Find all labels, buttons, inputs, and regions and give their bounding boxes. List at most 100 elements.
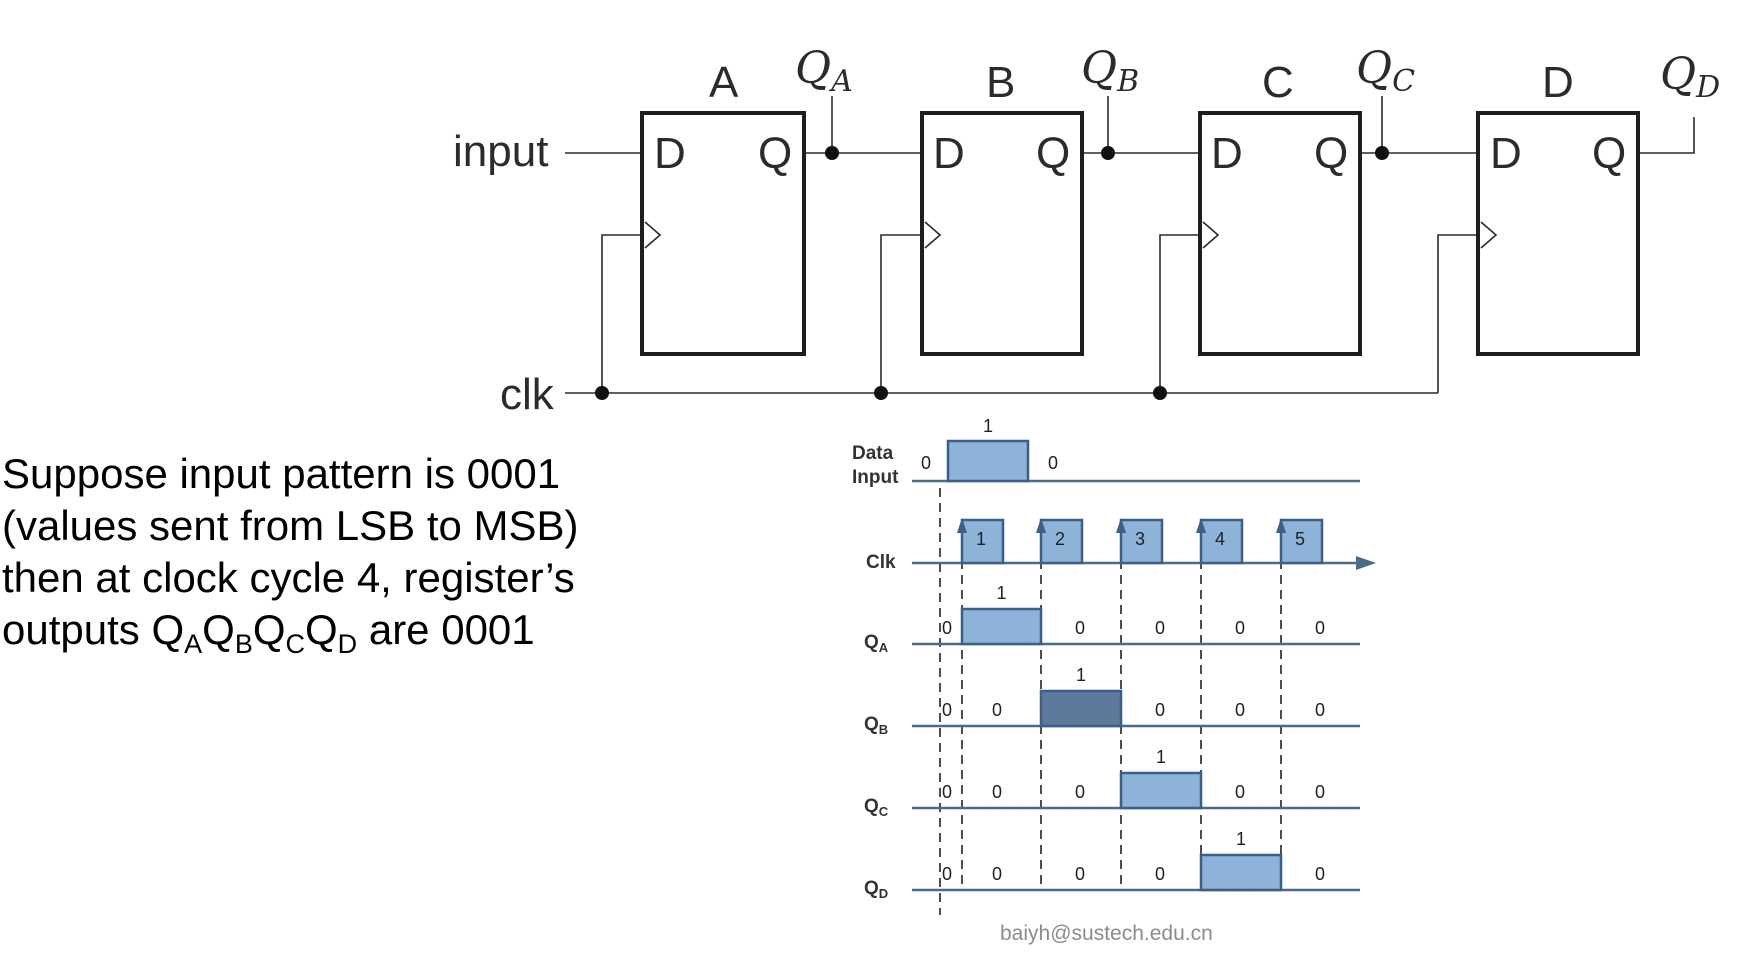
caption-line-outputs: outputs QAQBQCQD are 0001 [2,604,579,659]
clock-pulse [1039,518,1084,565]
output-subscript: C [285,629,306,659]
q-level-value: 0 [942,864,952,884]
shift-register-circuit: input clk D Q A QA D Q B QB D Q C QC D Q… [453,43,1720,419]
flip-flop-box [640,111,806,356]
clk-to-c [1159,234,1200,393]
clk-to-b [880,234,922,393]
clock-label: Clk [866,552,896,573]
junction-dot [595,386,609,400]
clk-to-d [1437,234,1478,393]
q-signal-label: QA [864,632,889,655]
flip-flop-a: D Q A QA [640,43,853,356]
q-pin-label: Q [1036,129,1070,178]
explanation-text: Suppose input pattern is 0001 (values se… [2,448,579,659]
q-output-label: QB [1081,43,1139,99]
clock-pulse-number: 5 [1295,529,1305,549]
q-output-label: QA [795,43,853,99]
flip-flop-name: A [709,58,739,107]
data-input-value: 0 [921,453,931,473]
q-level-value: 0 [942,782,952,802]
flip-flop-name: B [986,58,1015,107]
junction-dot [825,146,839,160]
q-high-pulse [1039,689,1123,728]
q-level-value: 0 [942,618,952,638]
d-pin-label: D [1490,129,1522,178]
clock-pulse-number: 4 [1215,529,1225,549]
q-signal-label: QB [864,714,888,737]
data-input-value: 0 [1048,453,1058,473]
junction-dot [1153,386,1167,400]
q-level-value: 0 [1235,782,1245,802]
output-symbol: Q [151,606,185,653]
output-subscript: D [337,629,358,659]
q-level-value: 0 [1315,700,1325,720]
caption-suffix: are 0001 [357,606,535,653]
clock-triangle [644,221,662,249]
q-pin-label: Q [758,129,792,178]
caption-prefix: outputs [2,606,152,653]
clock-edge-arrow [1036,518,1046,533]
q-level-value: 0 [1155,864,1165,884]
flip-flop-box [1476,111,1640,356]
clock-triangle [924,221,942,249]
caption-line: Suppose input pattern is 0001 [2,450,561,497]
q-level-value: 0 [1075,782,1085,802]
clock-triangle [1480,221,1498,249]
clock-edge-arrow [1196,518,1206,533]
flip-flop-box [920,111,1084,356]
q-level-value: 0 [1315,782,1325,802]
clock-edge-arrow [1276,518,1286,533]
clk-label: clk [500,370,555,419]
q-high-pulse [1119,771,1203,810]
q-pin-label: Q [1592,129,1626,178]
clock-axis-arrow [1356,556,1376,570]
q-level-value: 0 [1235,618,1245,638]
d-pin-label: D [1211,129,1243,178]
output-symbol: Q [305,606,338,653]
d-pin-label: D [933,129,965,178]
flip-flop-name: D [1542,58,1574,107]
clock-pulse-number: 1 [976,529,986,549]
q-high-pulse [1199,853,1283,892]
clock-triangle [1202,221,1220,249]
q-level-value: 1 [1156,747,1166,767]
clock-pulse [1119,518,1164,565]
output-symbol: Q [252,606,286,653]
flip-flop-name: C [1262,58,1294,107]
input-label: input [453,127,548,176]
output-subscript: A [184,629,203,659]
output-symbol: Q [202,606,235,653]
clock-pulse-number: 2 [1055,529,1065,549]
clock-edge-arrow [1116,518,1126,533]
q-level-value: 0 [1315,618,1325,638]
output-subscript: B [234,629,253,659]
clock-pulse-number: 3 [1135,529,1145,549]
data-input-label-line2: Input [852,467,899,488]
d-pin-label: D [654,129,686,178]
q-level-value: 0 [1155,700,1165,720]
q-level-value: 0 [992,864,1002,884]
clk-to-a [601,234,642,393]
q-pin-label: Q [1314,129,1348,178]
data-input-value: 1 [983,416,993,436]
q-level-value: 1 [997,583,1007,603]
q-level-value: 0 [1075,864,1085,884]
flip-flop-c: D Q C QC [1198,43,1415,356]
flip-flop-d: D Q D QD [1476,49,1720,356]
q-level-value: 0 [1075,618,1085,638]
footer-email: baiyh@sustech.edu.cn [1000,922,1213,945]
caption-line: then at clock cycle 4, register’s [2,554,575,601]
q-level-value: 1 [1076,665,1086,685]
q-signal-label: QD [864,878,888,901]
data-input-pulse [946,439,1030,483]
q-level-value: 0 [942,700,952,720]
q-high-pulse [960,607,1043,646]
q-level-value: 0 [1315,864,1325,884]
clock-edge-arrow [957,518,967,533]
flip-flop-box [1198,111,1362,356]
q-level-value: 0 [992,782,1002,802]
flip-flop-b: D Q B QB [920,43,1139,356]
clock-pulse [1199,518,1244,565]
